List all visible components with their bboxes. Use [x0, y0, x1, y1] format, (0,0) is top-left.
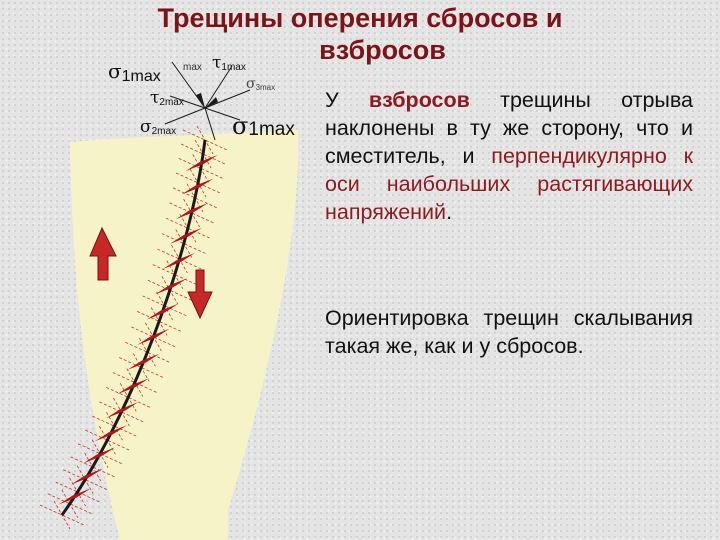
label-sigma2: σ2max: [140, 117, 176, 137]
title-line-2: взбросов: [319, 35, 446, 65]
tension-crack: [94, 425, 127, 442]
shear-fracture-line: [169, 202, 214, 224]
paragraph-shear-fractures: Ориентировка трещин скалывания такая же,…: [325, 304, 693, 360]
stress-axes-star: [164, 61, 251, 141]
para1-term: взбросов: [368, 88, 470, 112]
shear-fracture-line: [131, 326, 176, 348]
label-sigma1-right: σ1max: [232, 112, 295, 140]
tension-crack: [71, 468, 104, 485]
tension-crack: [185, 154, 218, 171]
shear-fracture-line: [157, 248, 202, 270]
shear-fracture-line: [119, 357, 164, 378]
shear-fracture-line: [165, 217, 211, 239]
shear-fracture-line: [175, 172, 221, 194]
shear-fracture-line: [182, 129, 228, 151]
para1-start: У: [325, 88, 339, 112]
tension-crack: [137, 328, 170, 345]
shear-fracture-line: [77, 443, 123, 465]
tension-crack: [176, 203, 209, 220]
tension-crack: [155, 278, 188, 295]
rock-block: [70, 130, 299, 540]
label-sigma1-top: σ1max: [108, 59, 161, 85]
shear-fracture-line: [172, 187, 218, 209]
para2-text: Ориентировка трещин скалывания такая же,…: [325, 306, 693, 358]
para1-middle: трещины отрыва наклонены в ту же сторону…: [325, 88, 693, 168]
shear-fracture-line: [106, 386, 151, 408]
shear-fracture-line: [112, 372, 157, 393]
shear-fracture-line: [92, 415, 137, 437]
label-tau1: τ1max: [212, 53, 246, 73]
label-small-max: max: [183, 62, 202, 73]
shear-fracture-line: [152, 264, 197, 286]
shear-fracture-line: [47, 493, 92, 515]
tension-cracks: [58, 154, 218, 505]
shear-fracture-line: [39, 504, 85, 526]
label-sigma3: σ3max: [246, 76, 275, 92]
sigma1-direction-arrowhead: [196, 93, 205, 108]
down-arrow: [187, 269, 213, 320]
label-tau2: τ2max: [150, 88, 184, 108]
shear-fracture-line: [70, 456, 115, 478]
shear-fracture-line: [147, 279, 192, 301]
title-line-1: Трещины оперения сбросов и: [157, 3, 563, 33]
slide-title: Трещины оперения сбросов и взбросов: [0, 2, 720, 66]
tension-crack: [117, 378, 150, 395]
paragraph-reverse-faults: У взбросов трещины отрыва наклонены в ту…: [325, 86, 693, 226]
shear-fracture-line: [99, 401, 144, 423]
shear-fracture-line: [55, 481, 100, 503]
tension-crack: [106, 402, 139, 419]
tension-crack: [181, 178, 214, 195]
para1-end: .: [446, 200, 453, 224]
tension-crack: [58, 488, 91, 505]
shear-fracture-line: [161, 233, 206, 254]
shear-fracture-line: [178, 157, 223, 179]
shear-fracture-line: [125, 341, 170, 363]
para1-highlight: перпендикулярно к оси наибольших растяги…: [325, 144, 693, 224]
shear-fracture-line: [62, 469, 108, 491]
shear-fracture-line: [142, 295, 187, 317]
sigma1-direction-arrowhead-2: [205, 97, 218, 108]
shear-fracture-line: [136, 311, 182, 332]
shear-fracture-line: [180, 143, 226, 165]
tension-crack: [169, 227, 202, 244]
shear-fracture-line: [85, 429, 130, 451]
tension-crack: [127, 353, 160, 370]
tension-crack: [146, 303, 179, 320]
tension-crack: [83, 447, 116, 464]
tension-crack: [162, 253, 195, 270]
up-arrow: [89, 226, 117, 281]
